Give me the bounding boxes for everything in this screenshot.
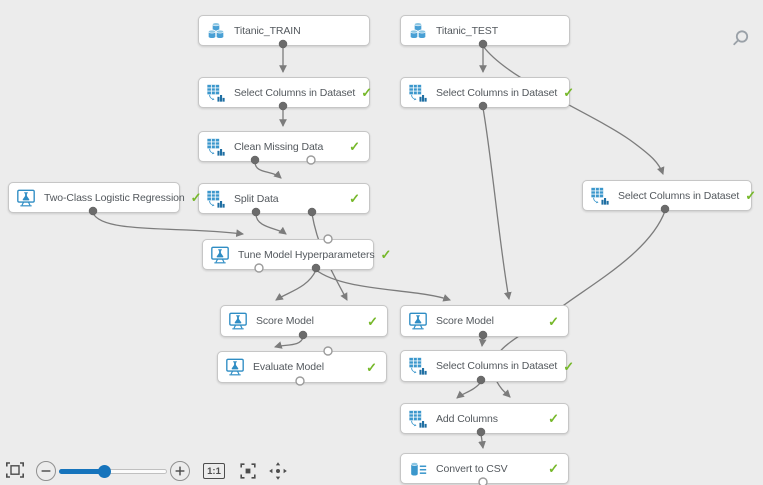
node-score-model-right[interactable]: Score Model ✓ — [400, 305, 569, 337]
minus-icon — [41, 470, 51, 472]
ml-model-icon — [225, 357, 245, 377]
status-check-icon: ✓ — [349, 139, 360, 154]
node-label: Clean Missing Data — [234, 140, 324, 153]
output-port-unconnected[interactable] — [295, 376, 305, 386]
ml-model-icon — [228, 311, 248, 331]
transform-icon — [408, 409, 428, 429]
pan-icon[interactable] — [268, 461, 288, 481]
edge-selectbottom-to-addcolumns — [456, 381, 482, 399]
zoom-slider-fill — [59, 469, 104, 474]
input-port-unconnected[interactable] — [323, 234, 333, 244]
minimap-icon[interactable] — [4, 460, 26, 482]
output-port[interactable] — [250, 155, 260, 165]
status-check-icon: ✓ — [380, 247, 392, 262]
edge-test-to-selectright — [482, 45, 665, 175]
output-port[interactable] — [476, 375, 486, 385]
transform-icon — [408, 356, 428, 376]
status-check-icon: ✓ — [349, 191, 360, 206]
ml-model-icon — [408, 311, 428, 331]
actual-size-button[interactable]: 1:1 — [203, 463, 225, 479]
output-port[interactable] — [478, 330, 488, 340]
node-titanic-train[interactable]: Titanic_TRAIN — [198, 15, 370, 46]
node-label: Convert to CSV — [436, 462, 508, 475]
transform-icon — [408, 83, 428, 103]
node-label: Score Model — [256, 315, 314, 327]
edge-clean-to-split — [254, 161, 282, 179]
node-label: Evaluate Model — [253, 361, 324, 373]
edge-tune-to-scoreleft — [275, 269, 317, 301]
node-label: Select Columns in Dataset — [436, 86, 558, 99]
node-label: Select Columns in Dataset — [436, 360, 558, 372]
output-port-unconnected[interactable] — [478, 477, 488, 485]
zoom-slider-thumb[interactable] — [98, 464, 111, 478]
status-check-icon: ✓ — [563, 358, 575, 374]
output-port[interactable] — [660, 204, 670, 214]
zoom-slider[interactable] — [59, 461, 167, 481]
edge-split-to-tune — [255, 213, 287, 235]
node-add-columns[interactable]: Add Columns ✓ — [400, 403, 569, 434]
output-port[interactable] — [476, 427, 486, 437]
ml-model-icon — [16, 188, 36, 208]
plus-icon — [175, 466, 185, 476]
node-convert-to-csv[interactable]: Convert to CSV ✓ — [400, 453, 569, 484]
node-label: Two-Class Logistic Regression — [44, 191, 185, 204]
output-port[interactable] — [478, 101, 488, 111]
status-check-icon: ✓ — [367, 313, 378, 329]
status-check-icon: ✓ — [563, 85, 575, 100]
csv-convert-icon — [408, 459, 428, 479]
node-tune-model-hyperparameters[interactable]: Tune Model Hyperparameters ✓ — [202, 239, 391, 270]
node-clean-missing-data[interactable]: Clean Missing Data ✓ — [198, 131, 370, 162]
edge-addcolumns-to-csv — [478, 433, 486, 450]
status-check-icon: ✓ — [361, 85, 373, 100]
status-check-icon: ✓ — [548, 461, 559, 476]
output-port[interactable] — [298, 330, 308, 340]
edge-lr-to-tune — [92, 212, 245, 238]
status-check-icon: ✓ — [366, 359, 377, 375]
node-label: Score Model — [436, 315, 494, 327]
transform-icon — [206, 83, 226, 103]
output-port[interactable] — [307, 207, 317, 217]
output-port[interactable] — [478, 39, 488, 49]
fit-to-screen-icon[interactable] — [238, 461, 258, 481]
output-port[interactable] — [251, 207, 261, 217]
node-label: Select Columns in Dataset — [234, 86, 356, 99]
node-label: Tune Model Hyperparameters — [238, 248, 375, 261]
zoom-in-button[interactable] — [170, 461, 190, 481]
status-check-icon: ✓ — [548, 411, 559, 426]
status-check-icon: ✓ — [190, 190, 202, 205]
edge-tune-to-scoreright — [315, 269, 451, 302]
output-port[interactable] — [311, 263, 321, 273]
edge-selectright-to-addcolumns — [491, 210, 666, 398]
transform-icon — [206, 189, 226, 209]
dataset-icon — [408, 21, 428, 41]
zoom-toolbar: 1:1 — [4, 458, 288, 484]
node-label: Add Columns — [436, 412, 498, 425]
node-label: Split Data — [234, 192, 279, 205]
output-port-unconnected[interactable] — [306, 155, 316, 165]
node-label: Select Columns in Dataset — [618, 189, 740, 202]
node-label: Titanic_TRAIN — [234, 24, 301, 37]
transform-icon — [590, 186, 610, 206]
transform-icon — [206, 137, 226, 157]
status-check-icon: ✓ — [548, 313, 559, 329]
node-label: Titanic_TEST — [436, 24, 499, 37]
output-port[interactable] — [278, 101, 288, 111]
search-icon[interactable] — [729, 28, 751, 50]
dataset-icon — [206, 21, 226, 41]
input-port-unconnected[interactable] — [323, 346, 333, 356]
output-port-unconnected[interactable] — [254, 263, 264, 273]
ml-model-icon — [210, 245, 230, 265]
edge-select-to-scoreright — [482, 107, 512, 301]
zoom-out-button[interactable] — [36, 461, 56, 481]
output-port[interactable] — [88, 206, 98, 216]
output-port[interactable] — [278, 39, 288, 49]
status-check-icon: ✓ — [745, 188, 757, 203]
node-split-data[interactable]: Split Data ✓ — [198, 183, 370, 214]
